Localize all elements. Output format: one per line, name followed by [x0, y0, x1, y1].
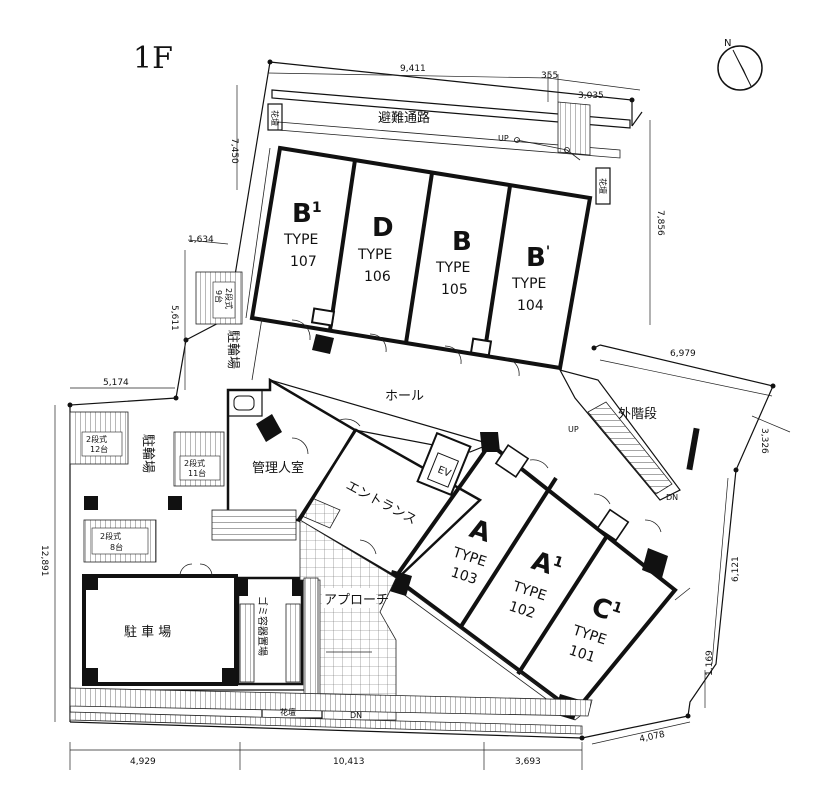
trash-storage: [236, 576, 304, 686]
bike-parking-2-label: 駐輪場: [140, 434, 156, 473]
unit-104-number: 104: [517, 298, 544, 314]
dim-bottom-1: 4,929: [130, 757, 156, 767]
bike-rack-4-type: 2段式: [100, 531, 121, 541]
bike-rack-2-type: 2段式: [86, 434, 107, 444]
dim-right-low: 3,326: [759, 428, 769, 454]
stair-up-mark-1: UP: [498, 134, 509, 143]
dim-right-side: 6,121: [731, 556, 741, 582]
bike-rack-4-count: 8台: [110, 542, 123, 552]
dim-top: 9,411: [400, 64, 426, 74]
unit-105[interactable]: B TYPE 105: [435, 227, 472, 298]
car-parking: [70, 563, 318, 691]
unit-101-number: 101: [567, 643, 597, 666]
bike-rack-4: [83, 496, 182, 563]
dimension-lines: [54, 72, 791, 770]
outer-stairs-label: 外階段: [618, 407, 657, 422]
unit-107-type: TYPE: [283, 232, 318, 248]
ev-label: EV: [436, 465, 452, 480]
unit-103-number: 103: [449, 565, 479, 588]
dim-left-low: 5,174: [103, 378, 129, 388]
dim-bottom-right-1: 1,169: [705, 650, 715, 676]
approach-label: アプローチ: [324, 593, 389, 608]
dim-top-right: 3,035: [578, 91, 604, 101]
outer-stairs: [558, 369, 700, 501]
bike-rack-3-count: 11台: [188, 468, 206, 478]
trash-storage-label: ゴミ容器置場: [256, 596, 269, 656]
dim-left-mid: 5,611: [169, 305, 179, 331]
planter-label-1: 花壇: [270, 110, 280, 126]
bike-rack-3: [173, 431, 225, 487]
bike-parking-1-label: 駐輪場: [225, 330, 241, 369]
unit-106-letter: D: [372, 213, 394, 243]
evacuation-route: [267, 89, 631, 205]
north-arrow-icon: N: [717, 38, 763, 91]
bike-rack-2-count: 12台: [90, 444, 108, 454]
unit-107[interactable]: B1 TYPE 107: [283, 199, 322, 270]
unit-106[interactable]: D TYPE 106: [357, 213, 394, 285]
dim-bottom-right-2: 4,078: [639, 730, 667, 745]
dim-right-mid: 6,979: [670, 349, 696, 359]
dim-top-small: 355: [541, 71, 558, 81]
evac-route-label: 避難通路: [378, 110, 430, 126]
dim-mid-left: 1,634: [188, 235, 214, 245]
entrance-area: [269, 379, 492, 580]
dim-bottom-2: 10,413: [333, 757, 365, 767]
dim-right-upper: 7,856: [655, 210, 665, 236]
unit-102-number: 102: [507, 599, 537, 622]
unit-107-number: 107: [290, 254, 317, 270]
bike-rack-3-type: 2段式: [184, 458, 205, 468]
unit-101[interactable]: C1 TYPE 101: [567, 592, 625, 666]
dim-left-height: 12,891: [39, 545, 49, 577]
car-parking-label: 駐 車 場: [124, 625, 171, 640]
unit-104-letter: B': [526, 243, 550, 273]
unit-101-letter: C1: [588, 592, 625, 629]
unit-104-type: TYPE: [511, 276, 546, 292]
dim-bottom-3: 3,693: [515, 757, 541, 767]
north-label: N: [724, 38, 731, 49]
unit-106-type: TYPE: [357, 247, 392, 263]
stair-dn-mark-1: DN: [666, 493, 678, 502]
planter-label-2: 花壇: [598, 178, 608, 194]
unit-103-letter: A: [466, 514, 494, 549]
unit-104[interactable]: B' TYPE 104: [511, 243, 550, 314]
bike-rack-1-count: 9台: [214, 290, 224, 303]
hall-label: ホール: [385, 389, 424, 404]
entrance-label: エントランス: [343, 478, 419, 528]
unit-107-letter: B1: [292, 199, 322, 229]
unit-103[interactable]: A TYPE 103: [449, 514, 494, 588]
unit-105-type: TYPE: [435, 260, 470, 276]
bike-rack-1-type: 2段式: [224, 288, 234, 309]
dim-left-upper: 7,450: [229, 138, 239, 164]
unit-105-number: 105: [441, 282, 468, 298]
manager-room-label: 管理人室: [252, 460, 304, 476]
unit-105-letter: B: [452, 227, 472, 257]
unit-106-number: 106: [364, 269, 391, 285]
planter-label-3: 花壇: [280, 707, 296, 717]
floor-label: 1F: [133, 41, 173, 76]
manager-room: [211, 377, 357, 541]
bike-rack-1: [195, 271, 243, 325]
unit-102-letter: A1: [528, 546, 566, 584]
upper-unit-block: [245, 145, 593, 381]
approach: [69, 519, 593, 735]
stair-dn-mark-2: DN: [350, 711, 362, 720]
stair-up-mark-2: UP: [568, 425, 579, 434]
bike-rack-2: [69, 411, 129, 465]
